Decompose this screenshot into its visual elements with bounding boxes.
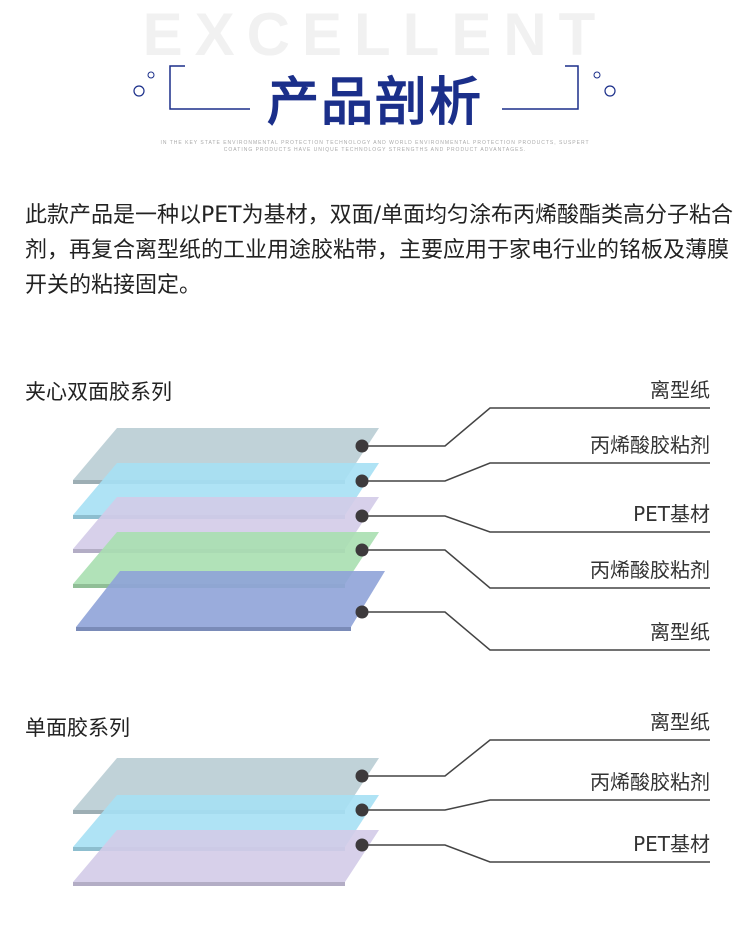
layer-edge [76,627,351,631]
layer-label: 丙烯酸胶粘剂 [590,770,710,794]
page-title: 产品剖析 [266,72,483,133]
layer-label: PET基材 [633,832,710,856]
layer-dot [355,543,369,557]
layer-label: 离型纸 [650,710,710,734]
layer-sheet [73,830,379,882]
layer-dot [355,439,369,453]
layer-dot [355,509,369,523]
leader-line [362,515,710,533]
layer-dot [355,838,369,852]
layer-label: PET基材 [633,502,710,526]
layer-dot [355,605,369,619]
layer-dot [355,769,369,783]
watermark-text: EXCELLENT [142,1,608,68]
layer-dot [355,803,369,817]
leader-line [362,739,710,777]
layer-label: 离型纸 [650,378,710,402]
section-title-single: 单面胶系列 [25,716,130,740]
section-title-sandwich: 夹心双面胶系列 [25,380,172,404]
layer-label: 丙烯酸胶粘剂 [590,558,710,582]
leader-line [362,611,710,651]
layer-label: 丙烯酸胶粘剂 [590,433,710,457]
leader-line [362,799,710,811]
leader-line [362,462,710,482]
leader-line [362,407,710,447]
leader-line [362,844,710,863]
layer-sheet [76,571,385,627]
subtitle: IN THE KEY STATE ENVIRONMENTAL PROTECTIO… [160,140,590,153]
layer-label: 离型纸 [650,620,710,644]
intro-text: 此款产品是一种以PET为基材，双面/单面均匀涂布丙烯酸酯类高分子粘合剂，再复合离… [25,203,734,298]
leader-line [362,549,710,589]
layer-edge [73,882,345,886]
layer-dot [355,474,369,488]
